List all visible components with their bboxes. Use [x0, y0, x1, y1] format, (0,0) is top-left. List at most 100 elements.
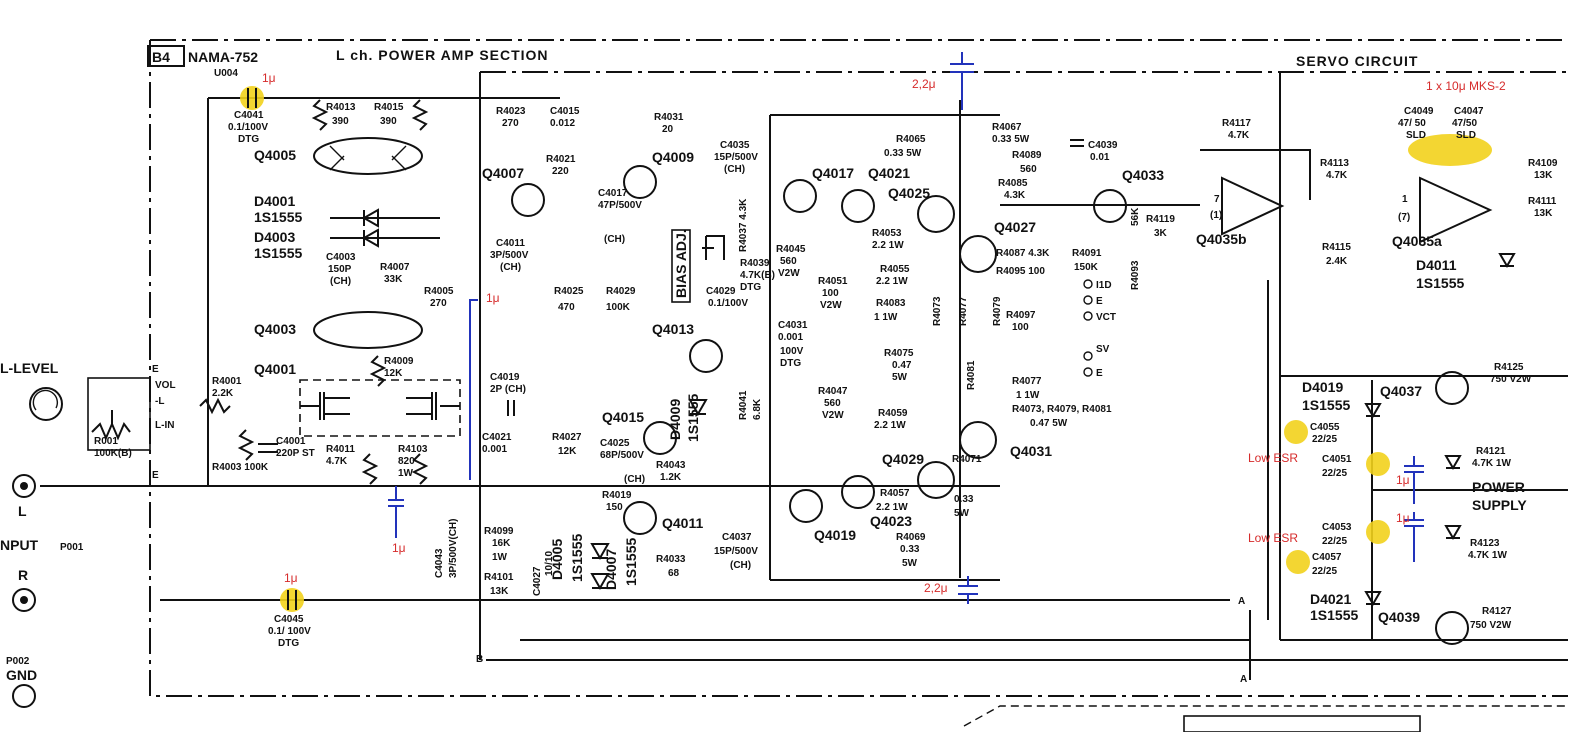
- added-cap-mod-2: 1μ: [392, 541, 406, 555]
- r4045-label: R4045: [776, 244, 806, 255]
- terminal-vct[interactable]: VCT: [1083, 311, 1116, 323]
- c4041-body: [247, 88, 257, 108]
- q4007-body: [511, 183, 545, 217]
- r4081-label: R4081: [966, 360, 977, 390]
- c4039-body: [1070, 139, 1084, 147]
- terminal-id[interactable]: I1D: [1083, 279, 1112, 291]
- added-cap-supply-upper-mod: 1μ: [1396, 473, 1410, 487]
- c4047-type: SLD: [1456, 130, 1476, 141]
- c4035-value: 15P/500V: [714, 152, 758, 163]
- r4023-label: R4023: [496, 106, 526, 117]
- c4051-highlight: [1366, 452, 1390, 476]
- c4051-mod: Low ESR: [1248, 451, 1298, 465]
- r4111-value: 13K: [1534, 208, 1553, 219]
- c4017-type: (CH): [604, 234, 625, 245]
- bus-a-upper: A: [1238, 596, 1245, 607]
- r4113-value: 4.7K: [1326, 170, 1348, 181]
- d4021-sym: [1364, 591, 1382, 606]
- c4019-value: 2P (CH): [490, 384, 526, 395]
- c4045-mod: 1μ: [284, 571, 298, 585]
- r4101-label: R4101: [484, 572, 514, 583]
- c4037-value: 15P/500V: [714, 546, 758, 557]
- r4065-label: R4065: [896, 134, 926, 145]
- rail-servo-fb: [1200, 149, 1311, 200]
- terminal-e-upper[interactable]: E: [1083, 295, 1103, 307]
- c4015-value: 0.012: [550, 118, 575, 129]
- c4041-value: 0.1/100V: [228, 122, 268, 133]
- q4015-body: [643, 421, 677, 455]
- r4051-value: 100: [822, 288, 839, 299]
- terminal-e-lower-label: E: [1096, 368, 1103, 379]
- r4119-label: R4119: [1146, 214, 1175, 225]
- r4121-value: 4.7K 1W: [1472, 458, 1511, 469]
- c4055-highlight: [1284, 420, 1308, 444]
- d4019-sym: [1364, 403, 1382, 418]
- r4033-label: R4033: [656, 554, 686, 565]
- r4041-label: R4041: [738, 390, 749, 420]
- next-sheet-border: [963, 705, 1568, 727]
- q4013-body: [689, 339, 723, 373]
- jack-l-label: L: [18, 503, 27, 519]
- r4077-label: R4077: [1012, 376, 1042, 387]
- q4025-body: [917, 195, 955, 233]
- r4087-label: R4087 4.3K: [996, 248, 1050, 259]
- q4033-body: [1093, 189, 1127, 223]
- c4011-type: (CH): [500, 262, 521, 273]
- bus-a-lower: A: [1240, 674, 1247, 685]
- c4039-value: 0.01: [1090, 152, 1110, 163]
- c4031-value: 0.001: [778, 332, 803, 343]
- terminal-sv[interactable]: SV: [1083, 344, 1110, 361]
- d4009-part: 1S1555: [685, 394, 701, 442]
- r4067-value: 0.33 5W: [992, 134, 1030, 145]
- q4029-body: [917, 461, 955, 499]
- q4011-body: [623, 501, 657, 535]
- r4111-label: R4111: [1528, 196, 1557, 207]
- r4085-label: R4085: [998, 178, 1028, 189]
- board-name: NAMA-752: [188, 49, 258, 65]
- r4043-value: 1.2K: [660, 472, 682, 483]
- c4003-value: 150P: [328, 264, 352, 275]
- bus-b-label: B: [476, 654, 483, 665]
- r4089-value: 560: [1020, 164, 1037, 175]
- c4041-highlight: [240, 86, 264, 110]
- r4015-value: 390: [380, 116, 397, 127]
- r4125-label: R4125: [1494, 362, 1524, 373]
- input-ref: P001: [60, 542, 84, 553]
- d4005-part: 1S1555: [569, 534, 585, 582]
- q4035b-label: Q4035b: [1196, 231, 1247, 247]
- q4027-body: [959, 235, 997, 273]
- q4015-label: Q4015: [602, 409, 644, 425]
- r4093-value: 56K: [1130, 207, 1141, 226]
- q4001-label: Q4001: [254, 361, 296, 377]
- r4001-value: 2.2K: [212, 388, 234, 399]
- c4011-label: C4011: [496, 238, 525, 249]
- q4017-body: [783, 179, 817, 213]
- terminal-e-lower[interactable]: E: [1083, 367, 1103, 379]
- next-sheet-box: [1183, 715, 1421, 733]
- c4053-value: 22/25: [1322, 536, 1347, 547]
- r4099-value: 16K: [492, 538, 511, 549]
- d4021-part: 1S1555: [1310, 607, 1358, 623]
- c4031-label: C4031: [778, 320, 808, 331]
- r4119-value: 3K: [1154, 228, 1168, 239]
- c4047-value: 47/50: [1452, 118, 1477, 129]
- c4049-type: SLD: [1406, 130, 1426, 141]
- zener-lower: [1444, 525, 1462, 540]
- c4041-label: C4041: [234, 110, 264, 121]
- r4003-label: R4003 100K: [212, 462, 269, 473]
- level-knob-arrow: [32, 389, 59, 411]
- d4011-sym: [1498, 253, 1516, 268]
- r4097-label: R4097: [1006, 310, 1036, 321]
- r4045-power: V2W: [778, 268, 800, 279]
- q4027-label: Q4027: [994, 219, 1036, 235]
- r4085-value: 4.3K: [1004, 190, 1026, 201]
- c4001-body: [258, 443, 278, 453]
- c4037-label: C4037: [722, 532, 752, 543]
- r4013-value: 390: [332, 116, 349, 127]
- q4035a-label: Q4035a: [1392, 233, 1442, 249]
- d4019-part: 1S1555: [1302, 397, 1350, 413]
- added-cap-mod-1: 1μ: [486, 291, 500, 305]
- c4045-label: C4045: [274, 614, 304, 625]
- r4029-label: R4029: [606, 286, 636, 297]
